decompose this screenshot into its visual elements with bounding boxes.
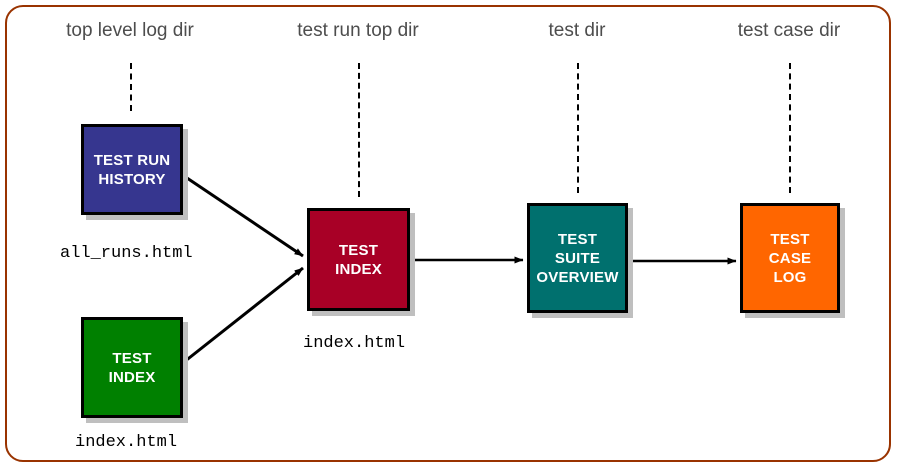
node-test-case-log[interactable]: TEST CASE LOG: [740, 203, 840, 313]
connector-dashed-line-test-dir: [577, 63, 579, 193]
node-test-index-green[interactable]: TEST INDEX: [81, 317, 183, 418]
node-test-suite-overview[interactable]: TEST SUITE OVERVIEW: [527, 203, 628, 313]
node-test-suite-overview-label: TEST SUITE OVERVIEW: [536, 230, 619, 286]
connector-dashed-line-test-case-dir: [789, 63, 791, 193]
edge-green-index-to-red-index: [183, 266, 304, 364]
column-header-test-case-dir: test case dir: [737, 20, 841, 41]
node-test-index-red[interactable]: TEST INDEX: [307, 208, 410, 311]
file-label-index-html-green: index.html: [75, 433, 178, 452]
connector-dashed-line-top-level-log-dir: [130, 63, 132, 111]
file-label-index-html-red: index.html: [303, 334, 406, 353]
node-test-run-history[interactable]: TEST RUN HISTORY: [81, 124, 183, 215]
connector-dashed-line-test-run-top-dir: [358, 63, 360, 197]
column-header-top-level-log-dir: top level log dir: [66, 20, 194, 41]
node-test-run-history-label: TEST RUN HISTORY: [93, 151, 171, 188]
file-label-all-runs-html: all_runs.html: [60, 244, 193, 263]
column-header-test-run-top-dir: test run top dir: [297, 20, 419, 41]
node-test-index-green-label: TEST INDEX: [108, 349, 156, 386]
node-test-case-log-label: TEST CASE LOG: [768, 230, 812, 286]
node-test-index-red-label: TEST INDEX: [335, 241, 382, 278]
edge-history-to-index: [183, 174, 304, 258]
column-header-test-dir: test dir: [548, 20, 606, 41]
